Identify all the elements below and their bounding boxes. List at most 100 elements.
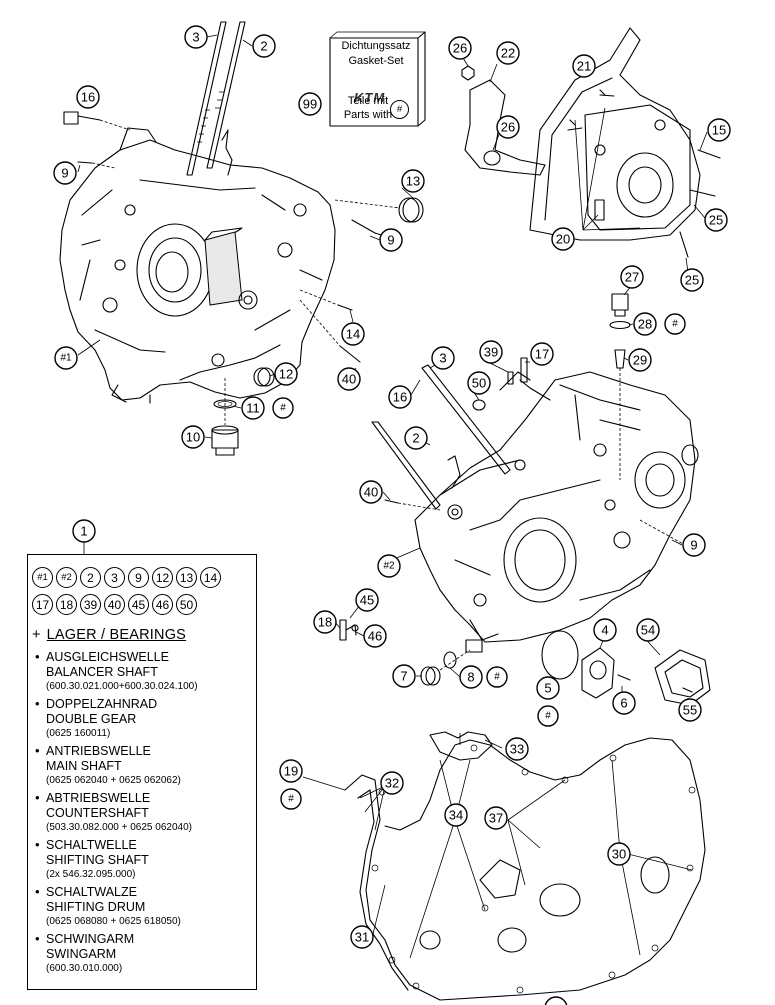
svg-text:26: 26 — [501, 120, 515, 135]
callout-1: 1 — [72, 519, 96, 543]
callout-hash-8: # — [486, 666, 508, 688]
callout-18-right: 18 — [313, 610, 337, 634]
svg-text:20: 20 — [556, 232, 570, 247]
svg-text:#: # — [288, 794, 294, 805]
callout-14: 14 — [341, 322, 365, 346]
svg-text:16: 16 — [81, 90, 95, 105]
callout-37: 37 — [484, 806, 508, 830]
svg-text:32: 32 — [385, 776, 399, 791]
bearing-part-number: (0625 160011) — [46, 728, 111, 739]
svg-text:33: 33 — [510, 742, 524, 757]
legend-badge: 39 — [80, 594, 101, 615]
svg-text:54: 54 — [641, 623, 655, 638]
svg-text:31: 31 — [355, 930, 369, 945]
callouts: 3 2 16 9 99 13 9 14 40 12 11 # 10 #1 26 … — [53, 25, 731, 1005]
svg-text:11: 11 — [246, 401, 260, 416]
callout-3-lower: 3 — [431, 346, 455, 370]
crankcase-gasket — [344, 731, 706, 1001]
callout-27: 27 — [620, 265, 644, 289]
svg-text:9: 9 — [387, 233, 394, 248]
callout-31: 31 — [350, 925, 374, 949]
svg-text:45: 45 — [360, 593, 374, 608]
callout-9-right: 9 — [682, 533, 706, 557]
bearing-part-number: (503.30.082.000 + 0625 062040) — [46, 822, 192, 833]
legend-badge: 13 — [176, 567, 197, 588]
parts-with-en: Parts with — [343, 109, 393, 121]
svg-text:22: 22 — [501, 46, 515, 61]
bearing-name-de: ANTRIEBSWELLE — [46, 744, 151, 758]
svg-text:2: 2 — [260, 39, 267, 54]
callout-bottom-partial — [544, 996, 568, 1005]
legend-badge-row-2: 17 18 39 40 45 46 50 — [32, 594, 258, 615]
svg-text:26: 26 — [453, 41, 467, 56]
legend-badge: 14 — [200, 567, 221, 588]
svg-text:#: # — [280, 403, 286, 414]
callout-40-right: 40 — [359, 480, 383, 504]
callout-21: 21 — [572, 54, 596, 78]
bearing-name-de: DOPPELZAHNRAD — [46, 697, 158, 711]
callout-4: 4 — [593, 618, 617, 642]
svg-text:2: 2 — [412, 431, 419, 446]
callout-hash-19: # — [280, 788, 302, 810]
callout-10: 10 — [181, 425, 205, 449]
svg-text:99: 99 — [303, 97, 317, 112]
callout-2-upper: 2 — [252, 34, 276, 58]
callout-33: 33 — [505, 737, 529, 761]
plus-marker: + — [32, 627, 41, 643]
bearing-name-en: BALANCER SHAFT — [46, 665, 158, 679]
svg-text:16: 16 — [393, 390, 407, 405]
callout-11: 11 — [241, 396, 265, 420]
svg-text:13: 13 — [406, 174, 420, 189]
svg-text:19: 19 — [284, 764, 298, 779]
small-parts-shift — [339, 619, 359, 641]
svg-text:10: 10 — [186, 430, 200, 445]
callout-3-upper: 3 — [184, 25, 208, 49]
svg-text:29: 29 — [633, 353, 647, 368]
bearing-part-number: (600.30.010.000) — [46, 963, 123, 974]
ktm-logo: KTM — [354, 90, 386, 105]
callout-8: 8 — [459, 665, 483, 689]
callout-28: 28 — [633, 312, 657, 336]
svg-text:5: 5 — [544, 681, 551, 696]
callout-39-right: 39 — [479, 340, 503, 364]
bearing-part-number: (0625 068080 + 0625 618050) — [46, 916, 181, 927]
bearing-name-de: SCHALTWALZE — [46, 885, 137, 899]
callout-6: 6 — [612, 691, 636, 715]
callout-54: 54 — [636, 618, 660, 642]
bearing-item: SCHALTWELLE SHIFTING SHAFT (2x 546.32.09… — [34, 837, 198, 881]
callout-26-lower: 26 — [496, 115, 520, 139]
callout-hash1: #1 — [54, 346, 78, 370]
legend-badge: 18 — [56, 594, 77, 615]
callout-26-top: 26 — [448, 36, 472, 60]
svg-text:9: 9 — [690, 538, 697, 553]
svg-text:#: # — [545, 711, 551, 722]
bearing-name-en: MAIN SHAFT — [46, 759, 122, 773]
bearing-part-number: (2x 546.32.095.000) — [46, 869, 136, 880]
bearing-part-number: (0625 062040 + 0625 062062) — [46, 775, 181, 786]
callout-16-upper: 16 — [76, 85, 100, 109]
legend-badge: #2 — [56, 567, 77, 588]
bearing-item: ANTRIEBSWELLE MAIN SHAFT (0625 062040 + … — [34, 743, 198, 787]
svg-text:34: 34 — [449, 808, 463, 823]
parts-with-marker: # — [390, 100, 409, 119]
shaft-set-upper — [186, 21, 246, 176]
callout-55: 55 — [678, 698, 702, 722]
parts-with-de: Teile mit — [347, 95, 389, 107]
svg-text:37: 37 — [489, 811, 503, 826]
bearing-name-de: SCHWINGARM — [46, 932, 135, 946]
bearing-name-de: SCHALTWELLE — [46, 838, 137, 852]
bearing-name-en: SHIFTING DRUM — [46, 900, 146, 914]
callout-20: 20 — [551, 227, 575, 251]
bearing-name-en: SHIFTING SHAFT — [46, 853, 149, 867]
bearing-name-de: AUSGLEICHSWELLE — [46, 650, 169, 664]
gasket-set-en: Gasket-Set — [348, 55, 404, 67]
legend-badge: #1 — [32, 567, 53, 588]
svg-text:#2: #2 — [383, 561, 395, 572]
svg-text:25: 25 — [709, 213, 723, 228]
callout-hash-28: # — [664, 313, 686, 335]
bearing-name-en: DOUBLE GEAR — [46, 712, 137, 726]
legend-badge: 50 — [176, 594, 197, 615]
svg-text:40: 40 — [342, 372, 356, 387]
callout-9-middle: 9 — [379, 228, 403, 252]
